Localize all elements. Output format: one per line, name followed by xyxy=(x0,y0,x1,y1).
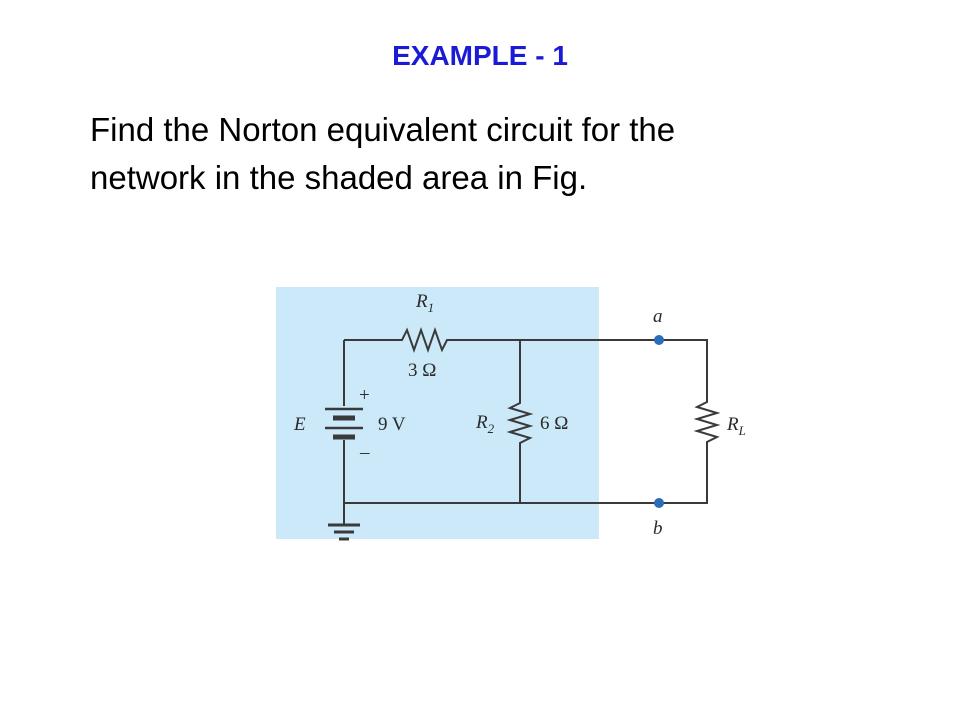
r2-value: 6 Ω xyxy=(540,413,568,434)
r1-label: R1 xyxy=(415,291,434,315)
resistor-rl xyxy=(693,398,721,446)
wire-right-lower xyxy=(659,446,708,504)
terminal-a-label: a xyxy=(653,306,663,327)
terminal-b-label: b xyxy=(653,518,663,539)
terminal-b-dot xyxy=(654,498,664,508)
battery-minus-sign: – xyxy=(359,442,370,463)
problem-line-1: Find the Norton equivalent circuit for t… xyxy=(90,111,676,148)
resistor-r2 xyxy=(506,399,534,447)
wire-right xyxy=(659,339,708,398)
r2-label: R2 xyxy=(475,412,495,436)
r1-value: 3 Ω xyxy=(408,360,436,381)
shaded-network-area xyxy=(276,287,599,539)
problem-line-2: network in the shaded area in Fig. xyxy=(90,159,588,196)
terminal-a-dot xyxy=(654,335,664,345)
source-label: E xyxy=(293,414,306,435)
battery-plus-sign: + xyxy=(359,385,370,406)
rl-label: RL xyxy=(726,414,746,438)
problem-statement: Find the Norton equivalent circuit for t… xyxy=(90,106,905,202)
slide-title: EXAMPLE - 1 xyxy=(392,40,568,71)
source-value: 9 V xyxy=(378,414,406,435)
resistor-r1 xyxy=(396,326,455,354)
